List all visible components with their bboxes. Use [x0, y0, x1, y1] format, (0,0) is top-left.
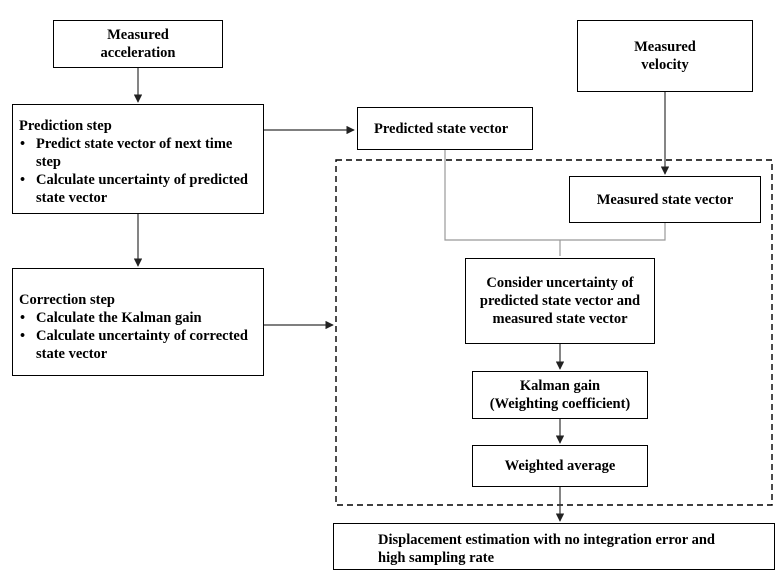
correction-step-bullet: Calculate uncertainty of corrected state…	[19, 327, 257, 363]
measured-velocity-label: Measured velocity	[634, 39, 696, 73]
weighted-average-label: Weighted average	[504, 458, 616, 474]
displacement-estimation-node: Displacement estimation with no integrat…	[333, 523, 775, 570]
consider-uncertainty-label: Consider uncertainty of predicted state …	[479, 275, 641, 327]
line-measured-to-merge	[560, 223, 666, 241]
prediction-step-title: Prediction step	[19, 118, 112, 134]
weighted-average-node: Weighted average	[472, 445, 648, 487]
correction-step-bullet: Calculate the Kalman gain	[19, 309, 257, 327]
line-predicted-to-merge	[444, 150, 560, 241]
measured-state-vector-node: Measured state vector	[569, 176, 761, 223]
prediction-step-bullet: Predict state vector of next time step	[19, 135, 257, 171]
prediction-step-bullet: Calculate uncertainty of predicted state…	[19, 171, 257, 207]
correction-step-list: Calculate the Kalman gain Calculate unce…	[19, 309, 257, 363]
prediction-step-node: Prediction step Predict state vector of …	[12, 104, 264, 214]
measured-state-vector-label: Measured state vector	[596, 191, 734, 208]
measured-acceleration-node: Measured acceleration	[53, 20, 223, 68]
consider-uncertainty-node: Consider uncertainty of predicted state …	[465, 258, 655, 344]
prediction-step-list: Predict state vector of next time step C…	[19, 135, 257, 207]
measured-velocity-node: Measured velocity	[577, 20, 753, 92]
measured-acceleration-label: Measured acceleration	[100, 27, 176, 61]
kalman-gain-node: Kalman gain (Weighting coefficient)	[472, 371, 648, 419]
correction-step-node: Correction step Calculate the Kalman gai…	[12, 268, 264, 376]
kalman-gain-label: Kalman gain (Weighting coefficient)	[489, 378, 631, 412]
predicted-state-vector-node: Predicted state vector	[357, 107, 533, 150]
displacement-estimation-label: Displacement estimation with no integrat…	[378, 531, 715, 566]
predicted-state-vector-label: Predicted state vector	[374, 120, 509, 137]
correction-step-title: Correction step	[19, 292, 115, 308]
